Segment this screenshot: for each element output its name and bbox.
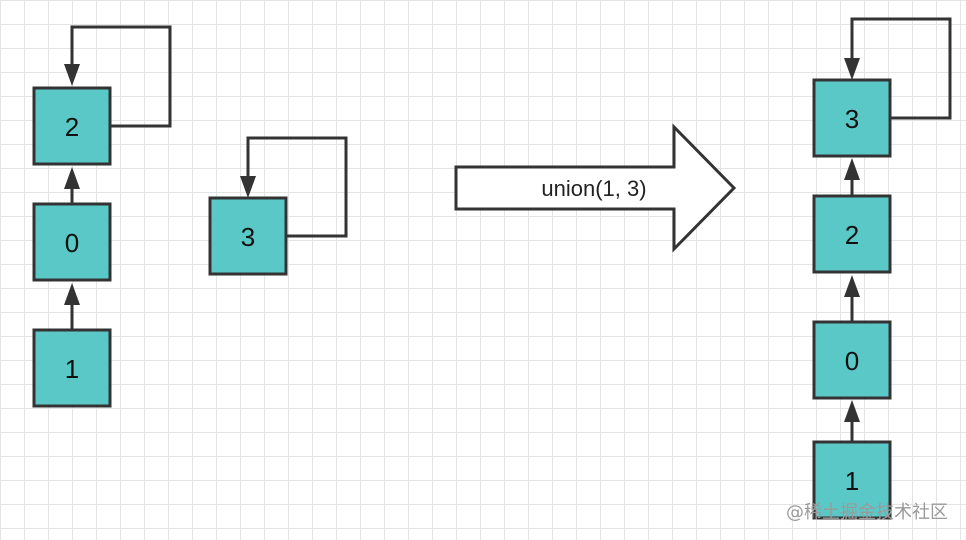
self-loop-edge-2 <box>70 25 172 128</box>
self-loop-arrowhead-3-after <box>844 58 860 80</box>
node-label: 3 <box>845 104 859 134</box>
node-label: 3 <box>241 222 255 252</box>
operation-label: union(1, 3) <box>541 176 646 201</box>
watermark: @稀土掘金技术社区 <box>786 502 948 523</box>
union-operation-arrow: union(1, 3) <box>454 123 737 253</box>
node-label: 0 <box>845 346 859 376</box>
merged-tree: 3 2 0 1 <box>812 17 952 520</box>
edge-2-to-3-arrowhead <box>844 158 860 180</box>
tree-b: 3 <box>208 136 348 276</box>
node-1: 1 <box>32 328 112 408</box>
node-label: 2 <box>65 112 79 142</box>
edge-0-to-2-after-arrowhead <box>844 275 860 297</box>
node-0: 0 <box>32 202 112 282</box>
edge-1-to-0-arrowhead <box>64 283 80 305</box>
node-0-after: 0 <box>812 320 892 400</box>
edge-0-to-2-arrowhead <box>64 167 80 189</box>
node-label: 2 <box>845 220 859 250</box>
self-loop-edge-3 <box>246 136 348 238</box>
node-label: 0 <box>65 228 79 258</box>
node-3-after: 3 <box>812 78 892 158</box>
edge-1-to-0-after-arrowhead <box>844 400 860 422</box>
node-label: 1 <box>845 466 859 496</box>
node-1-after: 1 <box>812 440 892 520</box>
node-2: 2 <box>32 86 112 166</box>
self-loop-arrowhead-3 <box>240 176 256 198</box>
node-2-after: 2 <box>812 194 892 274</box>
node-label: 1 <box>65 354 79 384</box>
self-loop-arrowhead-2 <box>64 64 80 86</box>
tree-a: 2 0 1 <box>32 25 172 408</box>
self-loop-edge-3-after <box>850 17 952 120</box>
node-3: 3 <box>208 196 288 276</box>
